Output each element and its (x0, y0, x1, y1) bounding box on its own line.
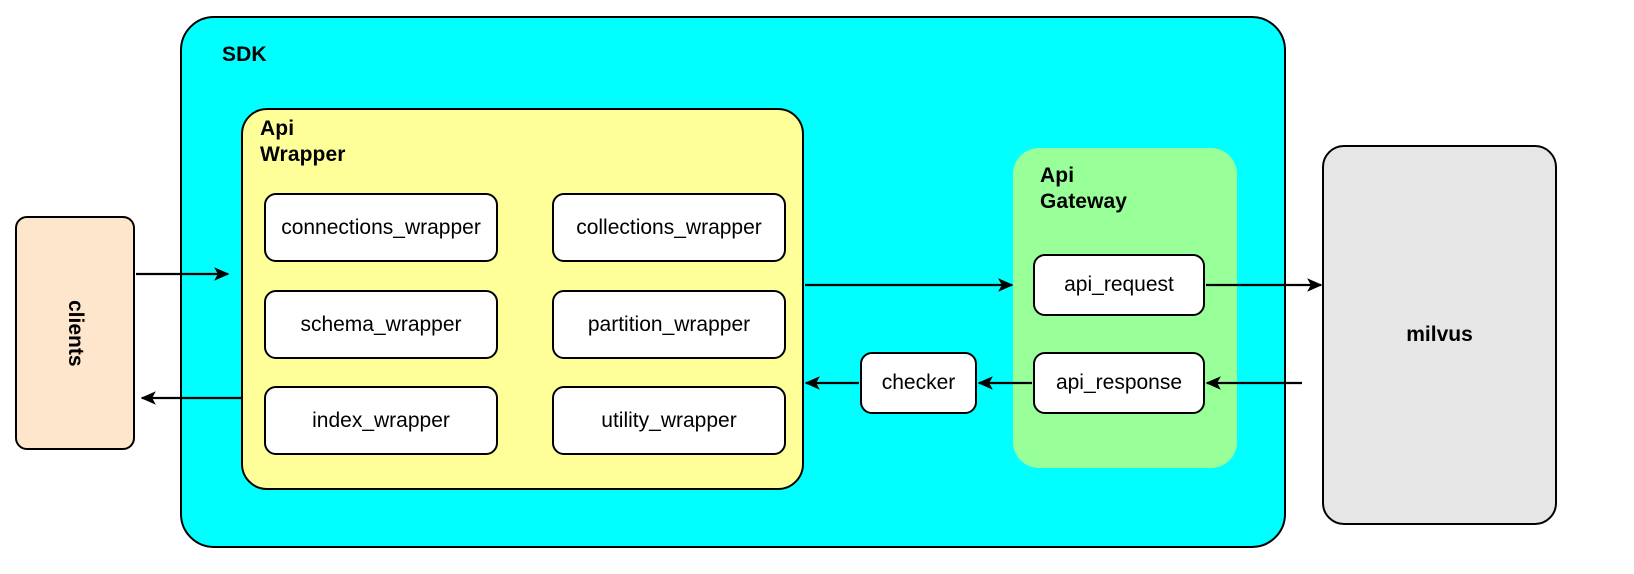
clients-label: clients (64, 299, 87, 367)
checker-node[interactable]: checker (860, 352, 977, 414)
module-index-wrapper[interactable]: index_wrapper (264, 386, 498, 455)
clients-label-wrap: clients (17, 218, 133, 448)
module-collections-wrapper-label: collections_wrapper (576, 215, 762, 239)
checker-label: checker (881, 371, 956, 394)
milvus-label: milvus (1406, 323, 1473, 346)
module-connections-wrapper-label: connections_wrapper (281, 215, 481, 239)
module-utility-wrapper-label: utility_wrapper (601, 408, 737, 432)
module-partition-wrapper[interactable]: partition_wrapper (552, 290, 786, 359)
module-schema-wrapper[interactable]: schema_wrapper (264, 290, 498, 359)
module-partition-wrapper-label: partition_wrapper (587, 312, 751, 336)
module-schema-wrapper-label: schema_wrapper (300, 312, 462, 336)
module-connections-wrapper[interactable]: connections_wrapper (264, 193, 498, 262)
milvus-node[interactable]: milvus (1322, 145, 1557, 525)
api-request-node[interactable]: api_request (1033, 254, 1205, 316)
api-response-label: api_response (1055, 371, 1183, 394)
api-request-label: api_request (1064, 273, 1174, 296)
module-utility-wrapper[interactable]: utility_wrapper (552, 386, 786, 455)
api-response-node[interactable]: api_response (1033, 352, 1205, 414)
module-index-wrapper-label: index_wrapper (312, 408, 450, 432)
clients-node[interactable]: clients (15, 216, 135, 450)
module-collections-wrapper[interactable]: collections_wrapper (552, 193, 786, 262)
